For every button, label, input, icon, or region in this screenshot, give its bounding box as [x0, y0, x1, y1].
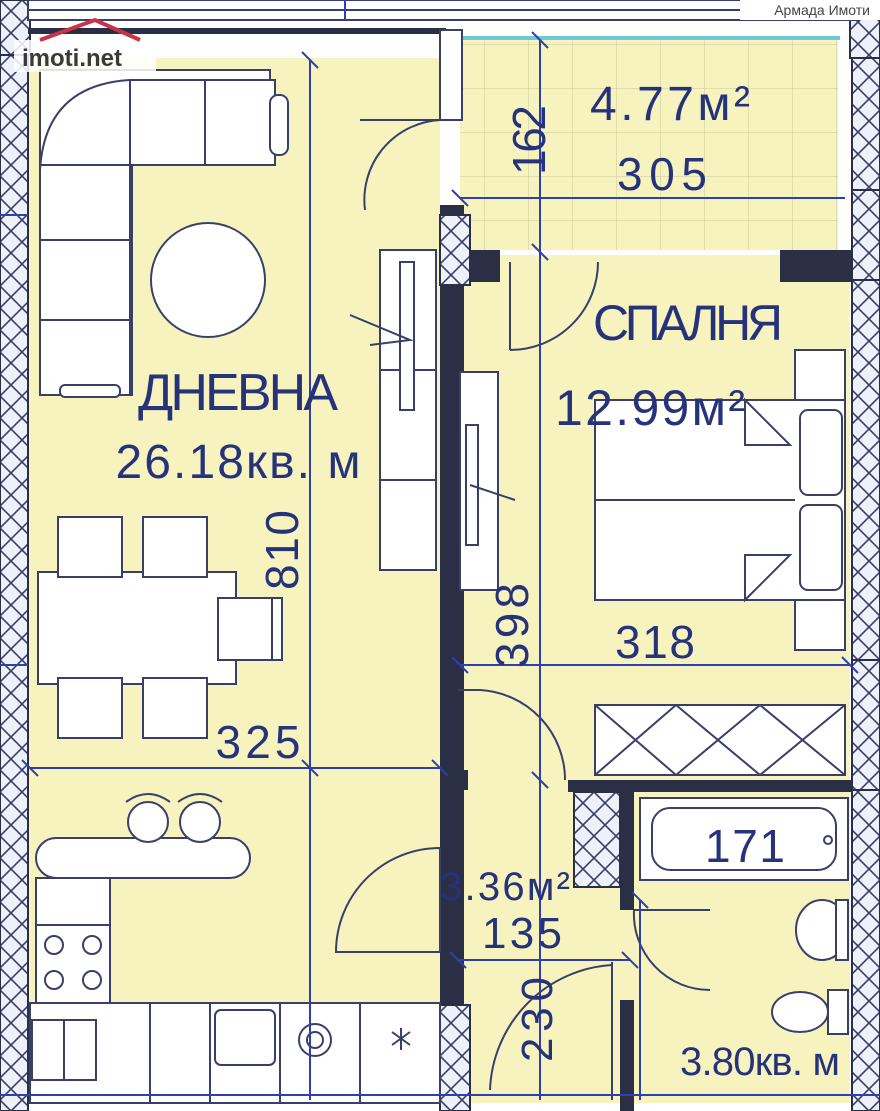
kitchen-bar: [35, 837, 251, 879]
dim-balcony-depth: 162: [503, 105, 555, 175]
living-room-name: ДНЕВНА: [138, 364, 338, 422]
balcony-door-frame: [439, 29, 463, 121]
site-logo-text: imoti.net: [22, 45, 122, 72]
dishwasher: [298, 1023, 332, 1057]
bedroom-name: СПАЛНЯ: [593, 295, 783, 351]
wall-balcony-low-2: [780, 250, 852, 282]
wall-right: [851, 0, 880, 1111]
bedroom-storage: [573, 704, 846, 888]
doors: [334, 119, 711, 1100]
wall-stub: [458, 770, 468, 790]
bed: [594, 349, 846, 651]
balcony-area: 4.77м²: [590, 78, 750, 131]
stove: [35, 924, 111, 1004]
living-room-area: 26.18кв. м: [116, 436, 361, 489]
bathtub: [639, 797, 849, 881]
wall-left: [0, 0, 29, 1111]
coffee-table: [150, 222, 266, 338]
wall-middle: [440, 205, 464, 1005]
dining-set: [37, 516, 283, 739]
hall-area: 3.36м²: [440, 865, 570, 909]
dim-hall-width: 135: [482, 909, 562, 958]
sofa: [39, 69, 289, 398]
tv-cabinet: [349, 249, 437, 571]
sink: [209, 1002, 281, 1104]
wall-corner-tr: [849, 17, 880, 59]
wall-right-detail-2: [851, 659, 880, 791]
dim-hall-length: 230: [513, 977, 562, 1062]
wall-pier-1: [439, 214, 471, 286]
wall-right-detail: [851, 189, 880, 281]
wall-bath-top: [568, 780, 852, 792]
watermark-bg: [740, 0, 880, 20]
balcony-tiles: [460, 40, 838, 250]
bathroom-fixtures: [639, 797, 849, 1035]
dim-bedroom-width: 318: [615, 616, 695, 668]
bedroom-area: 12.99м²: [555, 380, 745, 436]
room-labels: ДНЕВНА 26.18кв. м СПАЛНЯ 12.99м² 4.77м² …: [116, 78, 841, 1084]
bedroom-wardrobe: [459, 371, 516, 591]
dim-corridor-length: 398: [486, 583, 538, 668]
bar-stool-2: [179, 801, 221, 843]
site-logo: imoti.net: [14, 17, 156, 72]
dim-living-length: 810: [256, 510, 308, 590]
wall-bath-left: [620, 780, 634, 910]
fridge: [359, 1002, 441, 1104]
bar-stool-1: [127, 801, 169, 843]
agency-watermark: Армада Имоти: [774, 2, 870, 18]
bathroom-area: 3.80кв. м: [680, 1040, 840, 1084]
dim-living-width: 325: [216, 716, 301, 768]
kitchen: [29, 793, 441, 1104]
wall-top: [28, 28, 446, 34]
shaft: [573, 791, 621, 888]
toilet: [771, 991, 829, 1033]
wall-bath-left-2: [620, 1000, 634, 1111]
dim-balcony-width: 305: [617, 148, 707, 200]
dimension-labels: 162 305 810 325 398 318 171 135 230: [216, 105, 786, 1062]
dim-bath-width: 171: [705, 820, 785, 872]
wall-balcony-low-1: [470, 250, 500, 282]
